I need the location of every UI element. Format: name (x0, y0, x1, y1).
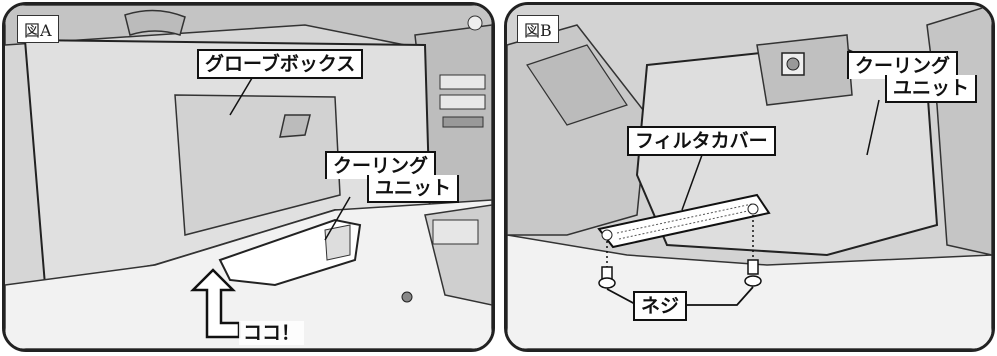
screw-label: ネジ (633, 291, 688, 321)
screw-left (598, 266, 616, 289)
figure-b-panel: 図B クーリング ユニット フィルタカバー ネジ (504, 2, 995, 352)
air-vent (124, 9, 186, 36)
cooling-unit-b-label-line2: ユニット (885, 75, 978, 103)
filter-cover-label: フィルタカバー (627, 126, 776, 156)
cooling-unit-a-label-line1: クーリング (325, 151, 437, 179)
cooling-unit-a-label-line2: ユニット (367, 175, 460, 203)
cooling-unit-b-label-line1: クーリング (847, 51, 959, 79)
glove-box-label: グローブボックス (197, 49, 364, 79)
figure-a-label: 図A (17, 15, 59, 43)
here-arrow (189, 268, 241, 339)
here-label: ココ！ (239, 321, 305, 345)
glove-box-handle (279, 114, 311, 138)
figure-b-illustration (507, 5, 992, 349)
figure-b-label: 図B (517, 15, 559, 43)
filter-cover (597, 193, 771, 249)
screw-right (744, 259, 762, 287)
figure-a-panel: 図A グローブボックス クーリング ユニット ココ！ (2, 2, 495, 352)
